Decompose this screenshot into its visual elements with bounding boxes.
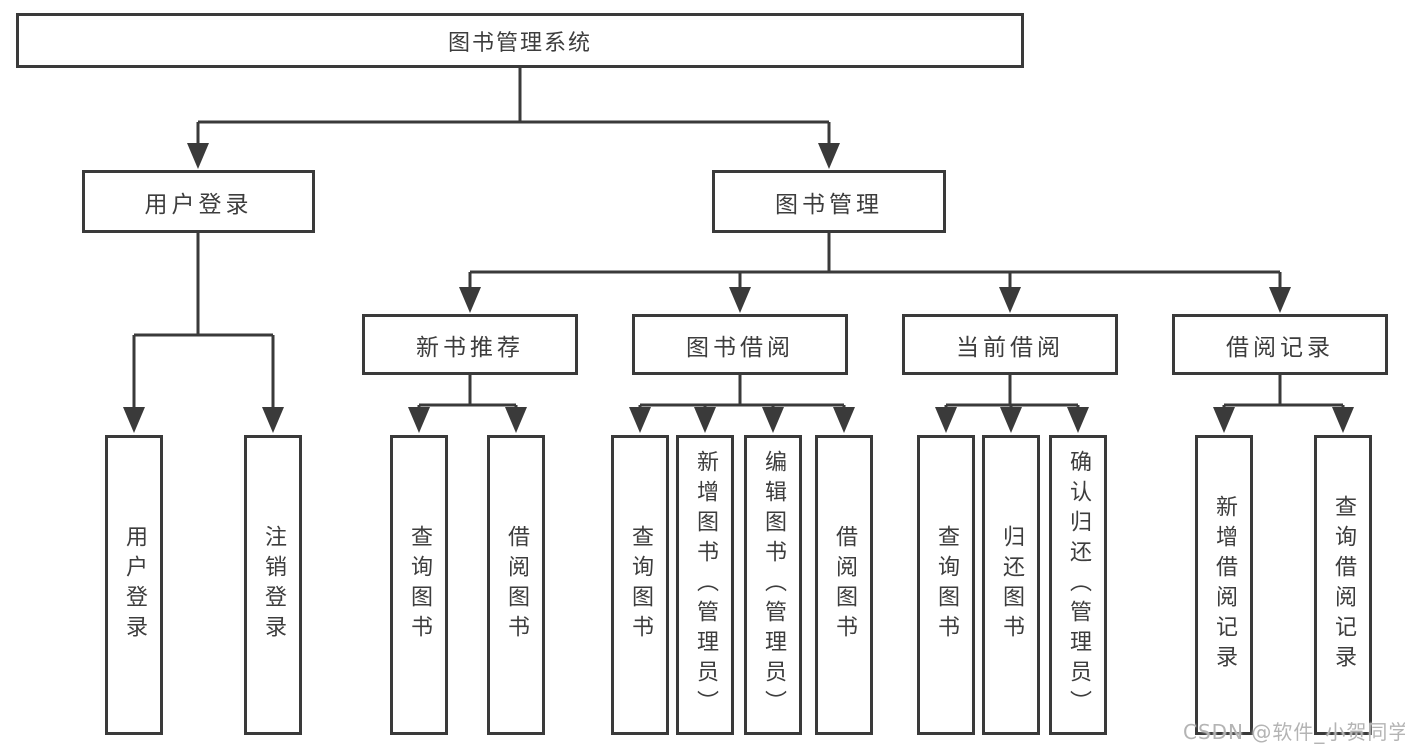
leaf-return-books: 归还图书 <box>982 435 1040 735</box>
leaf-add-books-admin: 新增图书（管理员） <box>676 435 734 735</box>
leaf-query-books-newrec: 查询图书 <box>390 435 448 735</box>
node-borrowing-records: 借阅记录 <box>1172 314 1388 375</box>
leaf-confirm-return-admin-label: 确认归还（管理员） <box>1066 450 1091 720</box>
node-user-login-label: 用户登录 <box>144 191 253 218</box>
leaf-query-books-borrowing-label: 查询图书 <box>628 525 653 645</box>
node-root-label: 图书管理系统 <box>447 30 592 56</box>
node-book-management-label: 图书管理 <box>775 191 883 218</box>
leaf-query-books-current-label: 查询图书 <box>934 525 959 645</box>
leaf-borrow-books-borrowing: 借阅图书 <box>815 435 873 735</box>
leaf-edit-books-admin-label: 编辑图书（管理员） <box>761 450 786 720</box>
node-book-management: 图书管理 <box>712 170 946 233</box>
leaf-return-books-label: 归还图书 <box>999 525 1024 645</box>
leaf-borrow-books-newrec-label: 借阅图书 <box>504 525 529 645</box>
leaf-borrow-books-newrec: 借阅图书 <box>487 435 545 735</box>
node-user-login: 用户登录 <box>82 170 315 233</box>
node-root: 图书管理系统 <box>16 13 1024 68</box>
leaf-logout-login: 注销登录 <box>244 435 302 735</box>
node-new-book-recommendation-label: 新书推荐 <box>416 334 524 361</box>
node-current-borrowing: 当前借阅 <box>902 314 1118 375</box>
leaf-confirm-return-admin: 确认归还（管理员） <box>1049 435 1107 735</box>
node-new-book-recommendation: 新书推荐 <box>362 314 578 375</box>
leaf-add-books-admin-label: 新增图书（管理员） <box>693 450 718 720</box>
leaf-user-login: 用户登录 <box>105 435 163 735</box>
node-book-borrowing-label: 图书借阅 <box>686 334 794 361</box>
leaf-query-books-newrec-label: 查询图书 <box>407 525 432 645</box>
leaf-user-login-label: 用户登录 <box>122 525 147 645</box>
leaf-logout-login-label: 注销登录 <box>261 525 286 645</box>
leaf-query-books-borrowing: 查询图书 <box>611 435 669 735</box>
node-borrowing-records-label: 借阅记录 <box>1226 334 1334 361</box>
watermark: CSDN @软件_小贺同学 <box>1183 720 1405 744</box>
leaf-add-borrow-record-label: 新增借阅记录 <box>1212 495 1237 675</box>
leaf-query-books-current: 查询图书 <box>917 435 975 735</box>
leaf-add-borrow-record: 新增借阅记录 <box>1195 435 1253 735</box>
node-current-borrowing-label: 当前借阅 <box>956 334 1064 361</box>
leaf-query-borrow-record: 查询借阅记录 <box>1314 435 1372 735</box>
node-book-borrowing: 图书借阅 <box>632 314 848 375</box>
leaf-query-borrow-record-label: 查询借阅记录 <box>1331 495 1356 675</box>
leaf-borrow-books-borrowing-label: 借阅图书 <box>832 525 857 645</box>
leaf-edit-books-admin: 编辑图书（管理员） <box>744 435 802 735</box>
